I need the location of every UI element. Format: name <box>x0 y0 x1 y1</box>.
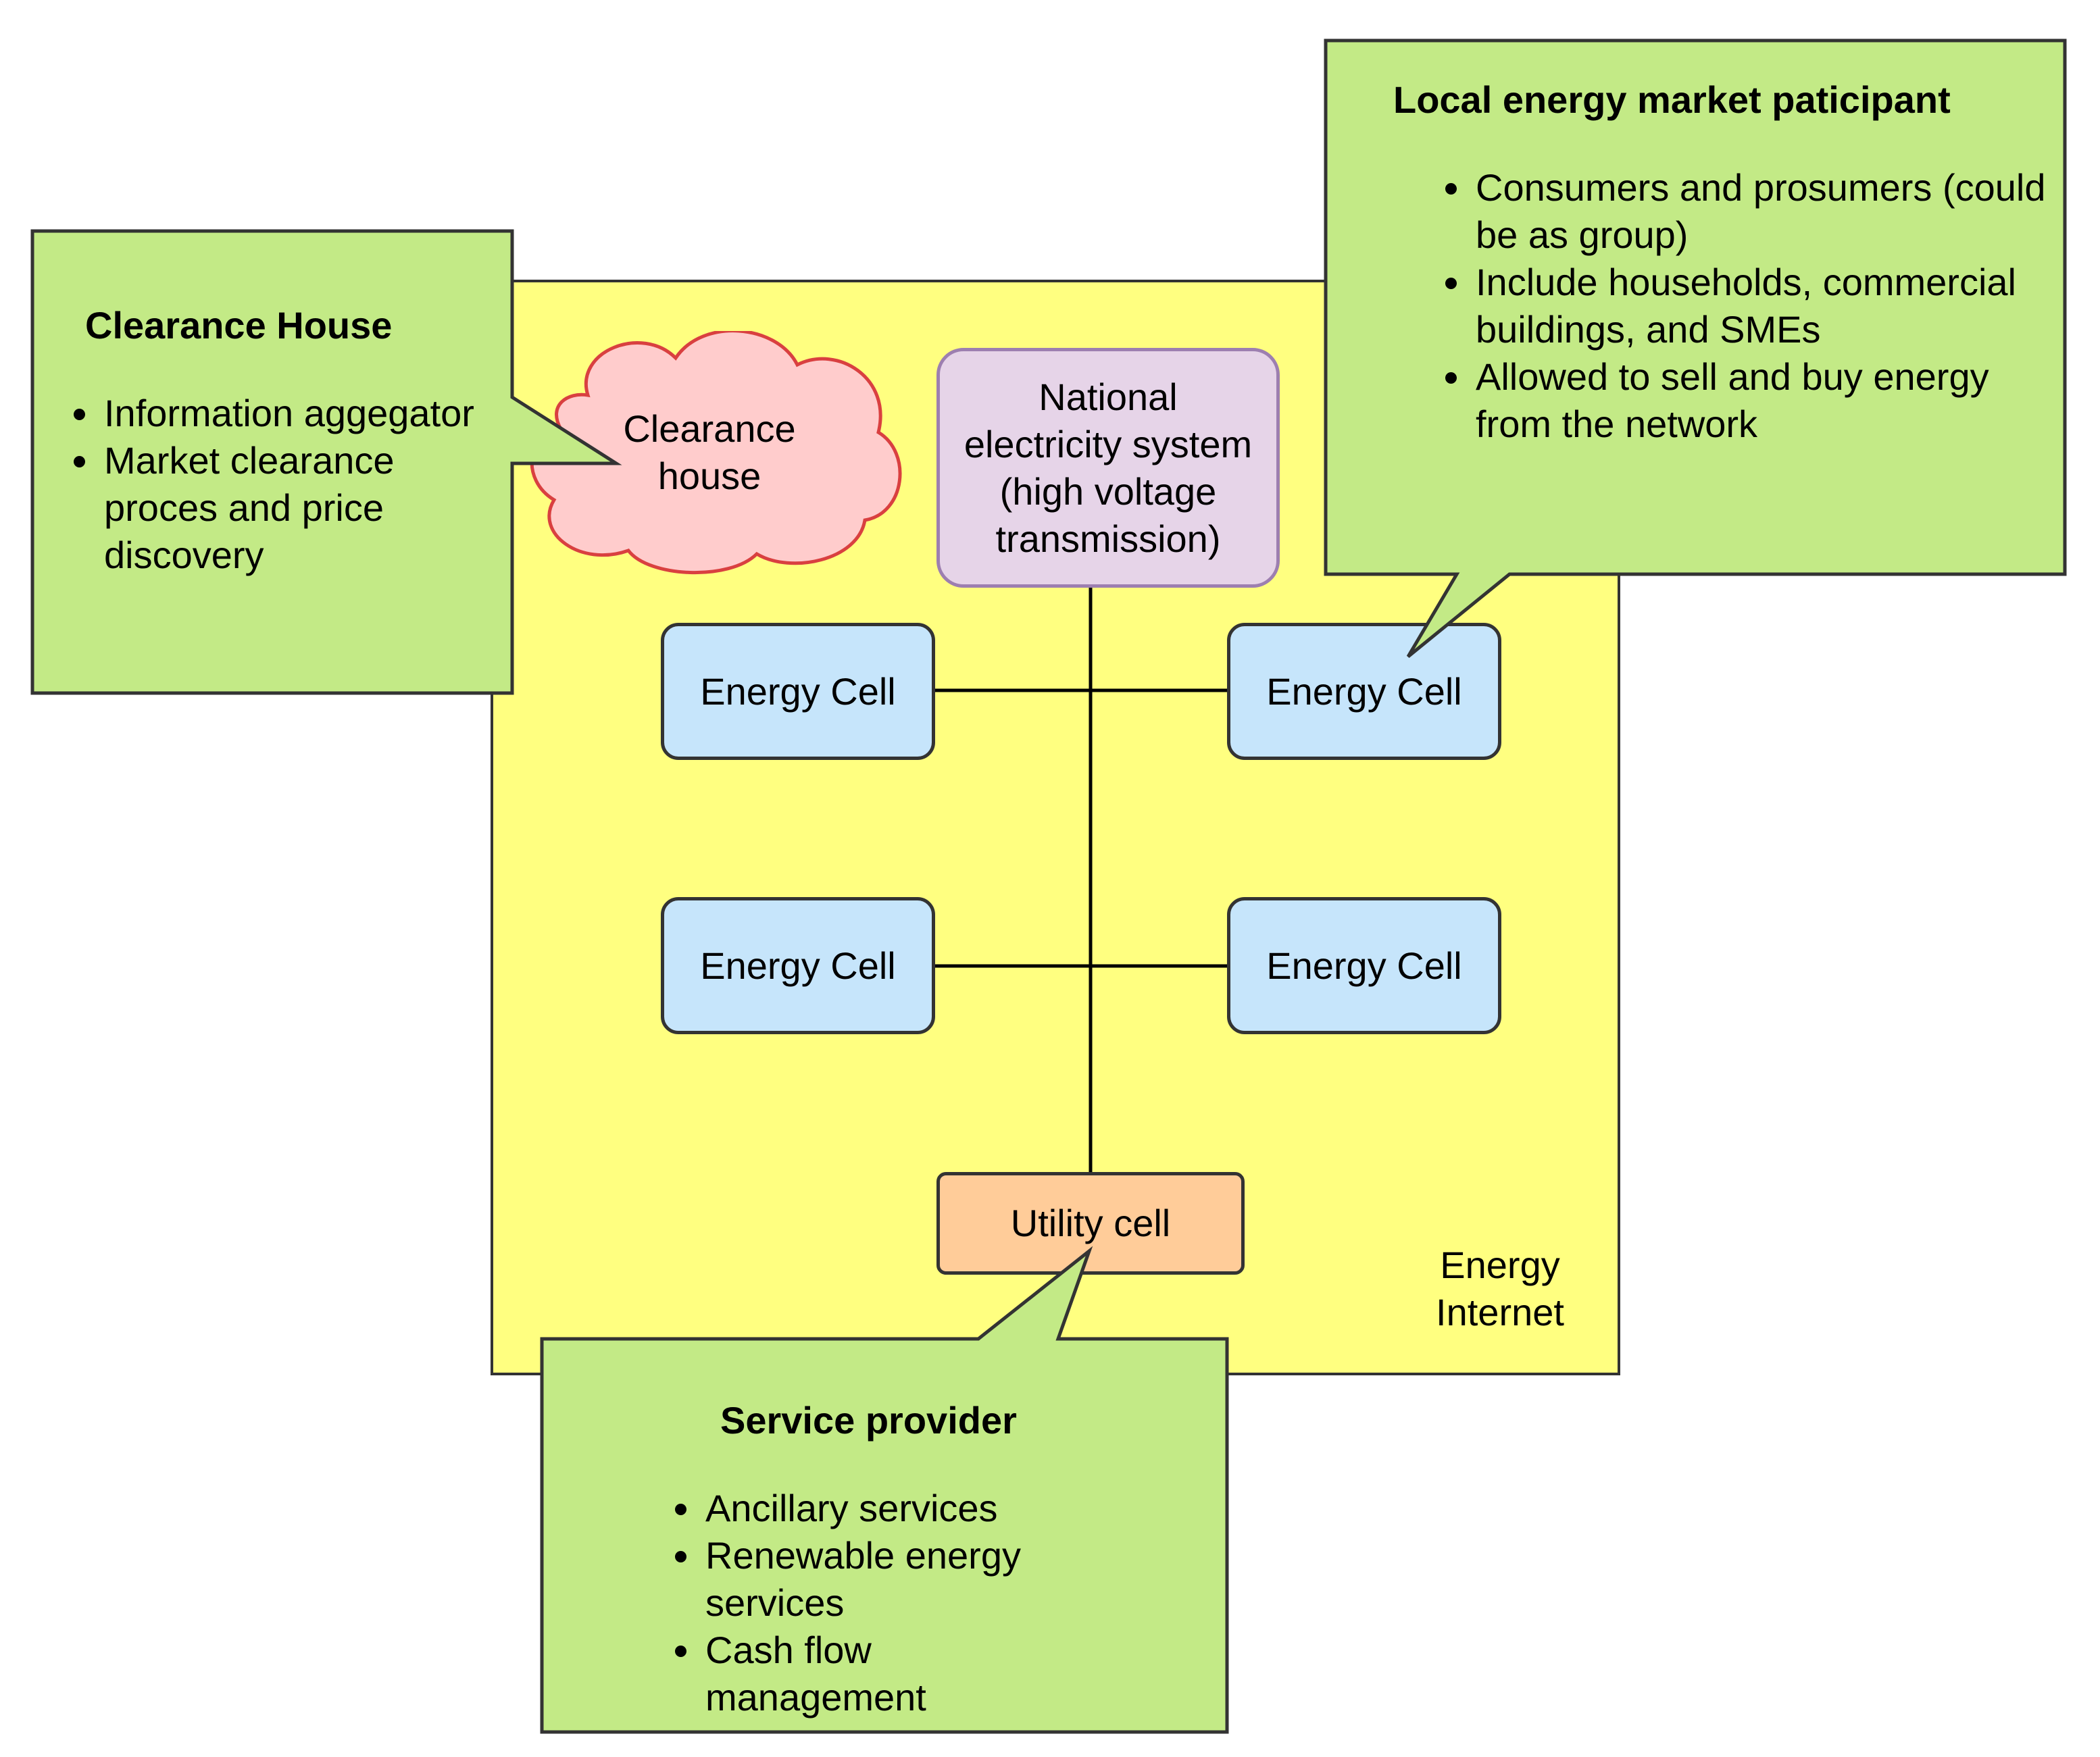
list-item: Allowed to sell and buy energy from the … <box>1473 353 2049 448</box>
energy-cell-bottom-left: Energy Cell <box>661 897 935 1034</box>
clearance-house-label: Clearance house <box>623 407 796 497</box>
energy-cell-top-right: Energy Cell <box>1227 623 1501 760</box>
callout-market-participant-list: Consumers and prosumers (could be as gro… <box>1393 164 2049 448</box>
callout-clearance-house-shape <box>30 229 622 695</box>
callout-service-provider-shape <box>540 1246 1229 1734</box>
energy-internet-label: Energy Internet <box>1436 1244 1564 1333</box>
callout-clearance-house-list: Information aggegator Market clearance p… <box>46 390 512 579</box>
list-item: Include households, commercial buildings… <box>1473 259 2049 353</box>
callout-clearance-house-title: Clearance House <box>85 304 393 347</box>
callout-clearance-house: Clearance House Information aggegator Ma… <box>46 302 512 579</box>
callout-service-provider: Service provider Ancillary services Rene… <box>568 1397 1203 1721</box>
list-item: Ancillary services <box>703 1485 1081 1532</box>
callout-market-participant-shape <box>1324 39 2067 658</box>
callout-service-provider-list: Ancillary services Renewable energy serv… <box>568 1485 1081 1721</box>
callout-service-provider-title: Service provider <box>720 1399 1017 1442</box>
list-item: Information aggegator <box>101 390 512 437</box>
list-item: Market clearance proces and price discov… <box>101 437 512 579</box>
list-item: Consumers and prosumers (could be as gro… <box>1473 164 2049 259</box>
list-item: Renewable energy services <box>703 1532 1081 1627</box>
energy-cell-top-left: Energy Cell <box>661 623 935 760</box>
utility-cell-node: Utility cell <box>936 1172 1245 1275</box>
list-item: Cash flow management <box>703 1627 1081 1721</box>
national-electricity-system-node: National electricity system (high voltag… <box>936 348 1280 588</box>
callout-market-participant: Local energy market paticipant Consumers… <box>1393 76 2049 448</box>
clearance-house-cloud <box>530 331 902 574</box>
callout-market-participant-title: Local energy market paticipant <box>1393 78 1951 121</box>
energy-cell-bottom-right: Energy Cell <box>1227 897 1501 1034</box>
